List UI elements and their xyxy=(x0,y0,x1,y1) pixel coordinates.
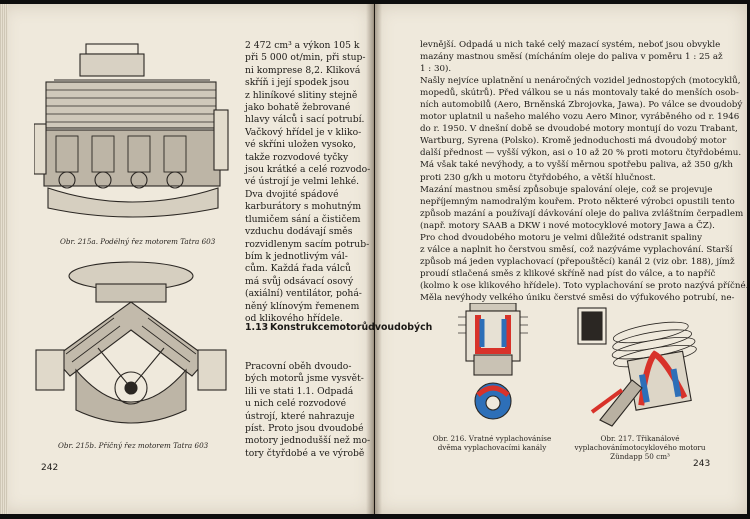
text-line: mopedů, skútrů). Před válkou se u nás mo… xyxy=(420,88,739,99)
text-line: má svůj odsávací osový xyxy=(245,275,354,287)
section-title-line: Konstrukce xyxy=(270,322,330,333)
text-line: Má však také nevýhody, a to vyšší měrnou… xyxy=(420,160,733,171)
text-line: hlavy válců i sací potrubí. xyxy=(245,114,365,126)
text-line: ni komprese 8,2. Kliková xyxy=(245,64,361,76)
text-line: Vačkový hřídel je v kliko- xyxy=(245,126,362,138)
caption-line: Obr. 216. Vratné vyplachování xyxy=(432,434,544,443)
figure-215b-engine-cross-section xyxy=(26,258,236,436)
section-number: 1.13 xyxy=(245,322,269,333)
text-line: 1 : 30). xyxy=(420,64,452,75)
text-line: ních automobilů (Aero, Brněnská Zbrojovk… xyxy=(420,100,743,111)
text-line: způsob mazání a používají dávkování olej… xyxy=(420,208,744,219)
figure-217-three-channel-scavenging xyxy=(572,300,722,430)
text-line: ústrojí, které nahrazuje xyxy=(245,410,355,422)
text-line: z hliníkové slitiny stejně xyxy=(245,89,358,101)
section-title: Konstrukcemotorůdvoudobých xyxy=(270,322,432,334)
text-line: u nich celé rozvodové xyxy=(245,398,347,410)
text-line: takže rozvodové tyčky xyxy=(245,151,349,163)
figure-215a-engine-longitudinal-section xyxy=(34,40,230,230)
text-line: tory čtyřdobé a ve výrobě xyxy=(245,447,365,459)
text-line: jako bohatě žebrované xyxy=(245,102,351,114)
text-line: vzduchu dodávají směs xyxy=(245,226,353,238)
text-line: Mazání mastnou směsí způsobuje spalování… xyxy=(420,184,713,195)
text-line: mazány mastnou směsí (mícháním oleje do … xyxy=(420,52,723,63)
text-line: proti 230 g/kh u motoru čtyřdobého, a vě… xyxy=(420,172,656,183)
text-line: motor uplatnil u našeho malého vozu Aero… xyxy=(420,112,740,123)
text-line: proudí stlačená směs z klikové skříně na… xyxy=(420,268,716,279)
text-line: něný klínovým řemenem xyxy=(245,300,360,312)
page-number-right: 243 xyxy=(693,459,711,469)
caption-line: se dvěma vyplachovacími kanály xyxy=(437,434,552,452)
text-line: motory jednodušší než mo- xyxy=(245,435,371,447)
text-line: 2 472 cm³ a výkon 105 k xyxy=(245,40,360,51)
text-line: nepříjemným namodralým kouřem. Proto něk… xyxy=(420,196,735,207)
text-line: lili ve stati 1.1. Odpadá xyxy=(245,385,354,397)
left-bottom-text-column: Pracovní oběh dvoudo-bých motorů jsme vy… xyxy=(245,361,371,460)
right-page xyxy=(375,4,747,514)
figure-216-loop-scavenging xyxy=(448,303,538,428)
text-line: Měla nevýhody velkého úniku čerstvé směs… xyxy=(420,292,735,303)
caption-line: motocyklového motoru Zündapp 50 cm³ xyxy=(610,443,706,461)
text-line: Pracovní oběh dvoudo- xyxy=(245,361,352,372)
book-gutter xyxy=(366,4,382,514)
text-line: vé ústrojí je velmi lehké. xyxy=(245,176,360,188)
text-line: bím k jednotlivým vál- xyxy=(245,250,348,262)
page-number-left: 242 xyxy=(41,463,59,473)
text-line: od klikového hřídele. xyxy=(245,312,343,324)
caption-line: Obr. 217. Třikanálové vyplachování xyxy=(574,434,680,452)
text-line: levnější. Odpadá u nich také celý mazací… xyxy=(420,40,721,50)
text-line: píst. Proto jsou dvoudobé xyxy=(245,423,364,435)
text-line: cům. Každá řada válců xyxy=(245,263,351,275)
right-text-block: levnější. Odpadá u nich také celý mazací… xyxy=(420,39,749,304)
text-line: Wartburg, Syrena (Polsko). Kromě jednodu… xyxy=(420,136,727,147)
text-line: karburátory s mohutným xyxy=(245,201,362,213)
text-line: (např. motory SAAB a DKW i nové motocykl… xyxy=(420,220,715,231)
text-line: jsou krátké a celé rozvodo- xyxy=(245,164,371,176)
text-line: při 5 000 ot/min, při stup- xyxy=(245,52,366,64)
section-title-line: motorů xyxy=(329,322,369,333)
figure-217-caption: Obr. 217. Třikanálové vyplachovánímotocy… xyxy=(562,434,718,461)
text-line: (kolmo k ose klikového hřídele). Toto vy… xyxy=(420,280,749,291)
text-line: Pro chod dvoudobého motoru je velmi důle… xyxy=(420,232,703,243)
text-line: bých motorů jsme vysvět- xyxy=(245,373,364,385)
text-line: do r. 1950. V dnešní době se dvoudobé mo… xyxy=(420,124,738,135)
text-line: z válce a naplnit ho čerstvou směsí, což… xyxy=(420,244,733,255)
text-line: Našly nejvíce uplatnění u nenáročných vo… xyxy=(420,76,741,87)
section-title-line: dvoudobých xyxy=(368,322,433,333)
figure-216-caption: Obr. 216. Vratné vyplachováníse dvěma vy… xyxy=(432,434,552,452)
page-edges xyxy=(0,4,8,514)
text-line: způsob má jeden vyplachovací (přepouštěc… xyxy=(420,256,735,267)
figure-215a-caption: Obr. 215a. Podélný řez motorem Tatra 603 xyxy=(60,237,216,246)
text-line: skříň i její spodek jsou xyxy=(245,77,350,89)
text-line: další přednost — vyšší výkon, asi o 10 a… xyxy=(420,148,742,159)
text-line: rozvidlenym sacím potrub- xyxy=(245,238,370,250)
text-line: vé skříni uložen vysoko, xyxy=(245,139,357,151)
text-line: Dva dvojité spádové xyxy=(245,188,339,200)
figure-215b-caption: Obr. 215b. Příčný řez motorem Tatra 603 xyxy=(58,441,209,450)
text-line: (axiální) ventilátor, pohá- xyxy=(245,288,362,300)
text-line: tlumičem sání a čističem xyxy=(245,213,361,225)
